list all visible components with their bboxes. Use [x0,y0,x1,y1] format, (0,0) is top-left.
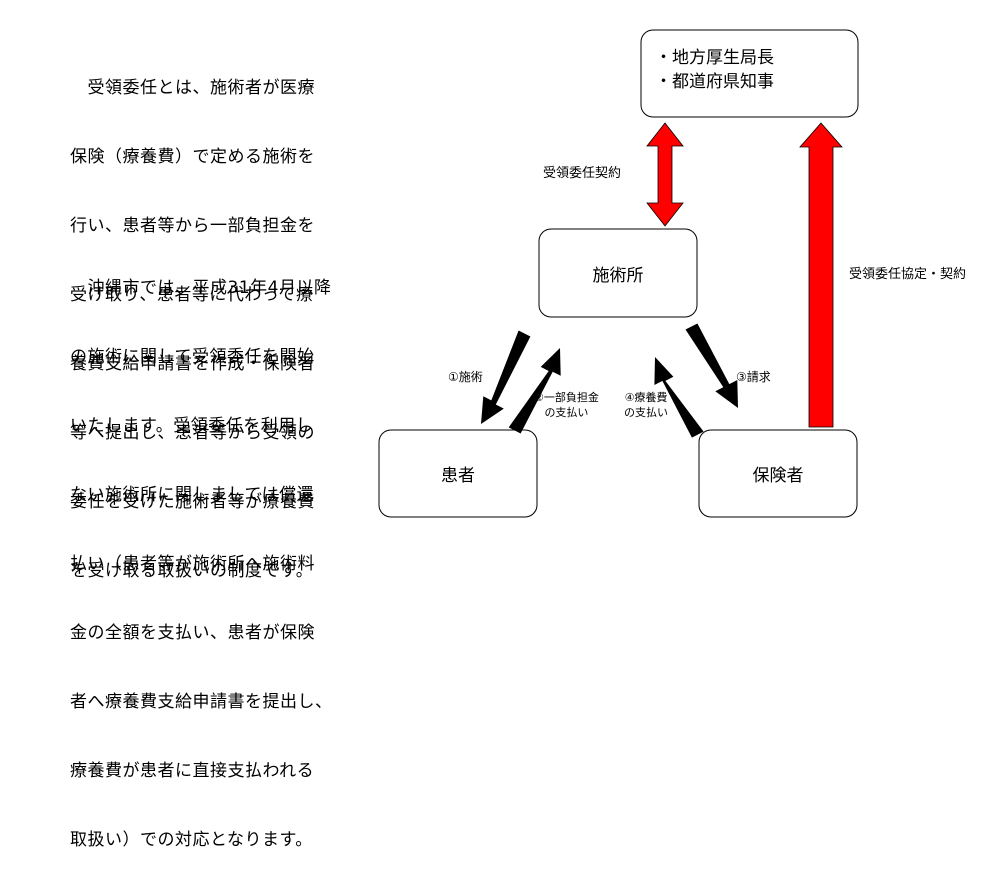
clinic-box [538,228,698,318]
text-line: 受領委任とは、施術者が医療 [70,78,315,98]
reimburse-label: ④療養費 の支払い [624,390,668,420]
treatment-arrow [481,330,531,424]
text-line: 沖縄市では、平成31年4月以降 [70,278,332,298]
authority-item: ・都道府県知事 [655,72,774,92]
agreement-arrow [799,122,843,428]
text-line: の施術に関して受領委任を開始 [70,347,315,367]
text-line: 等へ提出し、患者等から受領の [70,423,315,443]
text-line: 金の全額を支払い、患者が保険 [70,623,315,643]
copay-label-line: ②一部負担金 [534,391,599,404]
text-line: 保険（療養費）で定める施術を [70,147,315,167]
reimburse-label-line: の支払い [624,406,668,419]
text-line: ない施術所に関しましては償還 [70,485,315,505]
patient-label: 患者 [441,466,475,486]
text-line: 委任を受けた施術者等が療養費 [70,492,315,512]
clinic-label: 施術所 [592,265,644,286]
text-line: 取扱い）での対応となります。 [70,830,313,850]
patient-box [378,429,538,518]
text-line: 受け取り、患者等に代わって療 [70,285,314,305]
text-line: いたします。受領委任を利用し [70,416,314,436]
text-line: 療養費が患者に直接支払われる [70,761,315,781]
copay-label-line: の支払い [544,406,589,419]
insurer-box [698,429,858,518]
text-line: 者へ療養費支給申請書を提出し、 [70,692,333,712]
contract-double-arrow [646,122,684,227]
reimburse-label-line: ④療養費 [624,391,668,404]
authority-box [640,29,859,118]
claim-arrow [685,323,738,408]
contract-label: 受領委任契約 [543,166,622,181]
authority-items: ・地方厚生局長 ・都道府県知事 [655,46,774,94]
flow-diagram [378,29,859,518]
text-line: 養費支給申請書を作成・保険者 [70,354,315,374]
copay-label: ②一部負担金 の支払い [534,390,599,420]
treatment-label: ①施術 [448,370,483,384]
claim-label: ③請求 [736,370,771,384]
text-line: 行い、患者等から一部負担金を [70,216,315,236]
insurer-label: 保険者 [752,466,804,486]
authority-item: ・地方厚生局長 [655,48,774,68]
agreement-label: 受領委任協定・契約 [849,267,967,282]
reimburse-arrow [654,357,704,438]
copay-arrow [508,348,561,434]
